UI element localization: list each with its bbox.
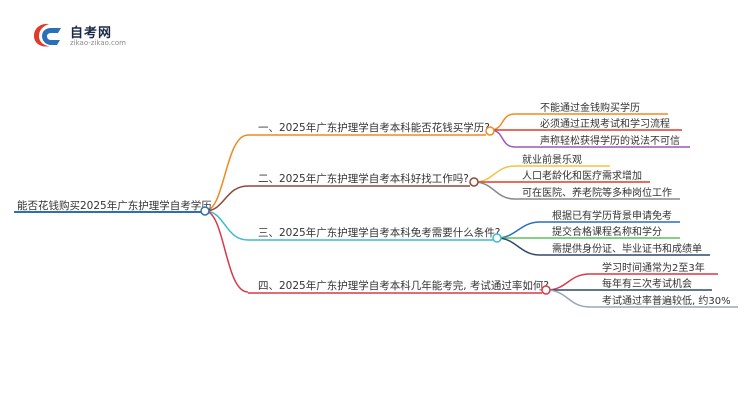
leaf-label-2-1: 就业前景乐观 [522,153,582,166]
branch-node-2: 二、2025年广东护理学自考本科好找工作吗? [248,172,479,187]
connector-layer [204,113,591,308]
connector-b4-leaf-1 [545,273,591,291]
connector-b2-leaf-3 [473,181,516,200]
root-label: 能否花钱购买2025年广东护理学自考学历 [17,199,212,212]
branch-node-1: 一、2025年广东护理学自考本科能否花钱买学历? [248,121,495,136]
leaf-label-2-2: 人口老龄化和医疗需求增加 [522,169,642,182]
leaf-label-3-2: 提交合格课程名称和学分 [552,225,662,238]
logo-brand-text: 自考网 [70,26,113,41]
connector-root-branch-3 [204,210,249,241]
leaf-label-4-1: 学习时间通常为2至3年 [602,261,705,274]
branch-connector-dot-1 [485,126,495,136]
leaf-label-1-1: 不能通过金钱购买学历 [540,101,640,114]
branch-connector-dot-2 [469,177,479,187]
leaf-label-4-2: 每年有三次考试机会 [602,277,692,290]
leaf-label-4-3: 考试通过率普遍较低, 约30% [602,294,731,307]
root-connector-dot [200,206,210,216]
branch-label-2: 二、2025年广东护理学自考本科好找工作吗? [258,172,469,185]
leaf-label-2-3: 可在医院、养老院等多种岗位工作 [522,186,672,199]
logo-url-text: zikao-zikao.com [70,39,126,47]
site-logo: 自考网 zikao-zikao.com [30,20,150,50]
branch-label-4: 四、2025年广东护理学自考本科几年能考完, 考试通过率如何? [258,279,549,292]
logo-icon [34,23,61,47]
root-node: 能否花钱购买2025年广东护理学自考学历 [14,199,212,216]
branch-label-1: 一、2025年广东护理学自考本科能否花钱买学历? [258,121,490,134]
branch-connector-dot-3 [492,233,502,243]
leaf-label-1-3: 声称轻松获得学历的说法不可信 [540,134,680,147]
connector-root-branch-2 [204,185,249,212]
connector-b3-leaf-3 [496,237,541,256]
branch-node-3: 三、2025年广东护理学自考本科免考需要什么条件? [248,226,502,243]
connector-b4-leaf-3 [545,289,591,308]
connector-b2-leaf-1 [473,165,516,183]
connector-b3-leaf-1 [496,221,541,239]
leaf-label-3-1: 根据已有学历背景申请免考 [552,209,672,222]
leaf-label-1-2: 必须通过正规考试和学习流程 [540,117,670,130]
branch-label-3: 三、2025年广东护理学自考本科免考需要什么条件? [258,226,500,239]
branch-node-4: 四、2025年广东护理学自考本科几年能考完, 考试通过率如何? [248,279,551,295]
connector-b1-leaf-1 [489,113,516,131]
branch-connector-dot-4 [541,285,551,295]
leaf-label-3-3: 需提供身份证、毕业证书和成绩单 [552,242,702,255]
connector-root-branch-4 [204,210,249,293]
connector-root-branch-1 [204,134,249,212]
